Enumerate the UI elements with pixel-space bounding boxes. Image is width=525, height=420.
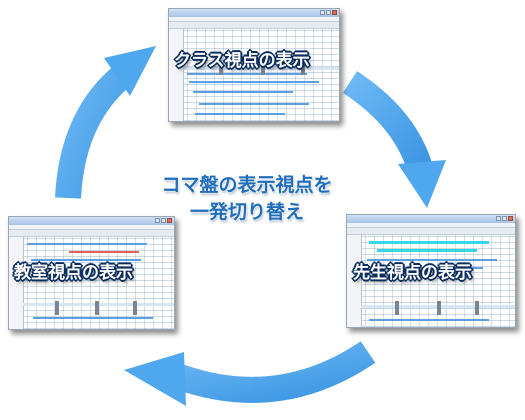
schedule-grid	[9, 237, 174, 329]
classroom-view-screenshot	[8, 216, 175, 330]
center-caption-line1: コマ盤の表示視点を	[161, 174, 333, 196]
arrow-teacher-to-classroom	[175, 341, 376, 403]
arrow-classroom-to-class	[55, 66, 131, 199]
classroom-view-label: 教室視点の表示	[14, 263, 133, 283]
arrow-head-classroom-to-class	[104, 46, 156, 96]
class-view-label: クラス視点の表示	[174, 51, 310, 71]
teacher-view-screenshot	[346, 214, 516, 328]
window-titlebar	[9, 217, 174, 225]
window-titlebar	[169, 9, 339, 17]
teacher-view-label: 先生視点の表示	[353, 263, 472, 283]
window-titlebar	[347, 215, 515, 223]
class-view-screenshot	[168, 8, 340, 122]
arrow-head-class-to-teacher	[398, 160, 446, 208]
arrow-head-teacher-to-classroom	[124, 352, 186, 406]
center-caption: コマ盤の表示視点を 一発切り替え	[112, 172, 382, 226]
schedule-grid	[169, 29, 339, 121]
schedule-grid	[347, 235, 515, 327]
center-caption-line2: 一発切り替え	[189, 201, 304, 223]
arrow-class-to-teacher	[342, 71, 433, 173]
